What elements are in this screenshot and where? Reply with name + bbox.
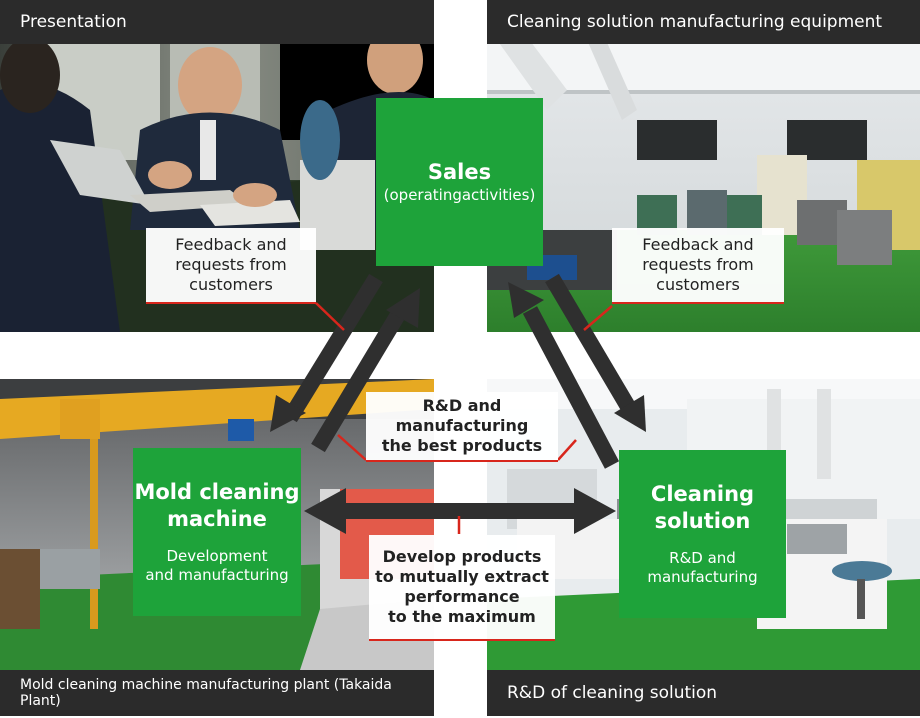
develop-label: Develop products to mutually extract per… bbox=[369, 535, 555, 641]
arrow-head-mold bbox=[270, 395, 306, 432]
rnd-best-line-1: R&D and bbox=[422, 396, 502, 415]
feedback-label-left: Feedback and requests from customers bbox=[146, 228, 316, 304]
feedback-right-line-1: Feedback and bbox=[642, 235, 754, 254]
feedback-right-line-2: requests from bbox=[642, 255, 754, 274]
feedback-left-line-1: Feedback and bbox=[175, 235, 287, 254]
feedback-left-line-2: requests from bbox=[175, 255, 287, 274]
cleaning-solution-node: Cleaning solution R&D and manufacturing bbox=[619, 450, 786, 618]
solution-subtitle-line-1: R&D and bbox=[669, 549, 736, 567]
rnd-best-label: R&D and manufacturing the best products bbox=[366, 392, 558, 462]
connector-rnd-left bbox=[337, 434, 367, 461]
arrow-head-sales-right bbox=[508, 282, 544, 318]
caption-presentation: Presentation bbox=[0, 0, 434, 44]
arrow-solution-to-sales bbox=[522, 306, 620, 469]
arrow-sales-to-solution bbox=[545, 273, 637, 415]
caption-plant: Mold cleaning machine manufacturing plan… bbox=[0, 670, 434, 716]
develop-line-4: to the maximum bbox=[388, 607, 536, 626]
sales-node: Sales (operatingactivities) bbox=[376, 98, 543, 266]
rnd-best-line-2: manufacturing bbox=[395, 416, 529, 435]
connector-feedback-right bbox=[583, 305, 613, 331]
solution-title-line-1: Cleaning bbox=[650, 482, 755, 506]
caption-equipment: Cleaning solution manufacturing equipmen… bbox=[487, 0, 920, 44]
arrow-head-left bbox=[304, 488, 346, 534]
mold-cleaning-node: Mold cleaning machine Development and ma… bbox=[133, 448, 301, 616]
solution-subtitle-line-2: manufacturing bbox=[647, 568, 758, 586]
arrow-head-right bbox=[574, 488, 616, 534]
develop-line-1: Develop products bbox=[382, 547, 542, 566]
develop-line-3: performance bbox=[404, 587, 520, 606]
connector-feedback-left bbox=[315, 302, 345, 331]
mold-subtitle-line-2: and manufacturing bbox=[145, 566, 289, 584]
mold-subtitle-line-1: Development bbox=[166, 547, 268, 565]
mold-title-line-1: Mold cleaning bbox=[134, 480, 300, 504]
arrow-sales-to-mold bbox=[283, 273, 383, 423]
solution-title-line-2: solution bbox=[654, 509, 751, 533]
connector-rnd-right bbox=[557, 439, 577, 461]
arrow-head-solution bbox=[614, 395, 646, 432]
feedback-left-line-3: customers bbox=[189, 275, 273, 294]
feedback-right-line-3: customers bbox=[656, 275, 740, 294]
arrow-head-sales-left bbox=[386, 288, 420, 328]
develop-line-2: to mutually extract bbox=[375, 567, 549, 586]
sales-subtitle: (operatingactivities) bbox=[383, 186, 536, 204]
sales-title: Sales bbox=[427, 160, 492, 184]
rnd-best-line-3: the best products bbox=[381, 436, 543, 455]
feedback-label-right: Feedback and requests from customers bbox=[612, 228, 784, 304]
arrow-mold-to-sales bbox=[311, 303, 409, 453]
mold-title-line-2: machine bbox=[167, 507, 267, 531]
arrow-horizontal-shaft bbox=[340, 503, 582, 519]
caption-rnd: R&D of cleaning solution bbox=[487, 670, 920, 716]
